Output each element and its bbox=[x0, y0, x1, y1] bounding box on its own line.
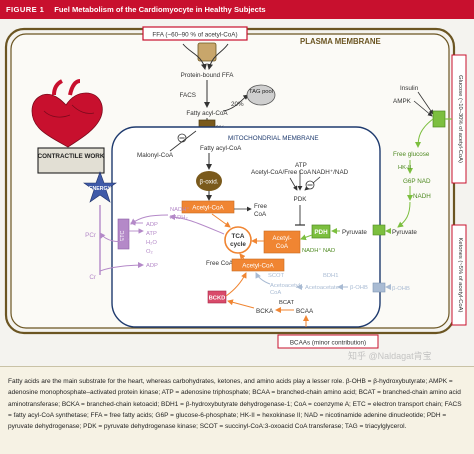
scot-label: SCOT bbox=[268, 273, 285, 279]
ketones-side-box bbox=[451, 224, 467, 326]
tca-cycle bbox=[224, 226, 252, 254]
bcka-label: BCKA bbox=[256, 308, 274, 315]
atp-1-label: ATP bbox=[146, 231, 157, 237]
contractile-work-box bbox=[37, 147, 105, 174]
fatty-acyl-coa-mito: Fatty acyl-CoA bbox=[200, 145, 242, 152]
acetyl-coa-bottom-box bbox=[231, 258, 285, 272]
pyruvate-cyto: Pyruvate bbox=[392, 229, 417, 236]
hk2-label: HK-II bbox=[398, 165, 412, 171]
adp-1-label: ADP bbox=[146, 222, 158, 228]
cr-label: Cr bbox=[89, 274, 96, 281]
free-coa-2: CoA bbox=[254, 211, 267, 218]
adp-2-label: ADP bbox=[146, 263, 158, 269]
diagram-area: PLASMA MEMBRANE FFA (~60–90 % of acetyl-… bbox=[0, 19, 474, 366]
energy-star-icon bbox=[83, 171, 117, 203]
bcaas-box-label: BCAAs (minor contribution) bbox=[290, 340, 366, 347]
protein-bound-ffa: Protein-bound FFA bbox=[181, 72, 235, 79]
acetyl-coa-top-label: Acetyl-CoA bbox=[192, 205, 224, 212]
pyruvate-mito: Pyruvate bbox=[342, 229, 367, 236]
tca-label-1: TCA bbox=[232, 233, 245, 240]
nadh-pdh: NADH⁺ bbox=[302, 247, 322, 254]
h2o-label: H₂O bbox=[146, 240, 157, 246]
caption-text: Fatty acids are the main substrate for t… bbox=[8, 378, 462, 431]
beta-ox-label: β-oxid. bbox=[199, 179, 218, 186]
figure-header: FIGURE 1 Fuel Metabolism of the Cardiomyo… bbox=[0, 0, 474, 19]
nadh-fadh-1: NADH⁺ bbox=[170, 206, 190, 213]
heart-icon bbox=[31, 79, 103, 148]
nad-pdh: NAD bbox=[323, 248, 335, 254]
ketones-side-label: Ketones (~5% of acetyl-CoA) bbox=[457, 238, 463, 313]
acetyl-coa-mid-2: CoA bbox=[276, 243, 289, 250]
ffa-box bbox=[142, 26, 248, 41]
acetoacetyl-coa-1: Acetoacetyl- bbox=[270, 283, 302, 289]
energy-label: ENERGY bbox=[89, 186, 111, 192]
nadh-nad-label: NADH⁺/NAD bbox=[312, 169, 349, 176]
bckd-label: BCKD bbox=[209, 296, 226, 302]
o2-label: O₂ bbox=[146, 249, 153, 255]
plasma-membrane-label: PLASMA MEMBRANE bbox=[300, 37, 381, 46]
insulin-label: Insulin bbox=[400, 85, 419, 92]
pdh-box bbox=[311, 224, 331, 239]
free-coa-1: Free bbox=[254, 203, 267, 210]
etc-label: ETC bbox=[120, 231, 126, 242]
free-glucose-label: Free glucose bbox=[393, 151, 430, 158]
mitochondrial-membrane-label: MITOCHONDRIAL MEMBRANE bbox=[228, 135, 319, 142]
beta-oxidation-node bbox=[196, 171, 222, 191]
figure-title: Fuel Metabolism of the Cardiomyocyte in … bbox=[54, 5, 266, 14]
watermark: 知乎 @Naldagat肯宝 bbox=[348, 350, 432, 361]
fatty-acyl-coa-cyto: Fatty acyl-CoA bbox=[186, 110, 228, 117]
atp-label: ATP bbox=[295, 162, 307, 169]
g6p-nad-label: G6P NAD bbox=[403, 178, 431, 185]
ffa-box-label: FFA (~60–90 % of acetyl-CoA) bbox=[152, 32, 237, 39]
ketone-transporter bbox=[372, 282, 386, 293]
contractile-work-label-1: CONTRACTILE WORK bbox=[38, 153, 105, 160]
acetyl-coa-mid-1: Acetyl- bbox=[272, 235, 291, 242]
figure-caption: Fatty acids are the main substrate for t… bbox=[0, 366, 474, 454]
beta-ohb-mito: β-OHB bbox=[350, 285, 368, 291]
acetyl-coa-top-box bbox=[181, 200, 235, 214]
glut4-transporter bbox=[432, 110, 446, 128]
bcaas-box bbox=[277, 334, 379, 349]
pyruvate-carrier bbox=[372, 224, 386, 236]
acetyl-free-ratio: Acetyl-CoA/Free CoA bbox=[251, 169, 312, 176]
malonyl-coa-label: Malonyl-CoA bbox=[137, 152, 174, 159]
ampk-label: AMPK bbox=[393, 98, 412, 105]
free-coa-bottom: Free CoA bbox=[206, 260, 234, 267]
glucose-side-label: Glucose (~10–30% of acetyl-CoA) bbox=[457, 75, 463, 163]
pcr-label: PCr bbox=[85, 232, 96, 239]
acetyl-coa-mid-box bbox=[263, 230, 301, 254]
tag-pool bbox=[246, 84, 276, 106]
acetyl-coa-bottom-label: Acetyl-CoA bbox=[242, 263, 274, 270]
pdh-label: PDH bbox=[314, 229, 328, 236]
acetoacetyl-coa-2: CoA bbox=[270, 290, 281, 296]
pdk-label: PDK bbox=[294, 196, 308, 203]
metabolism-diagram: PLASMA MEMBRANE FFA (~60–90 % of acetyl-… bbox=[4, 26, 467, 361]
ffa-transporter bbox=[197, 42, 217, 62]
bcaa-label: BCAA bbox=[296, 308, 314, 315]
facs-label: FACS bbox=[180, 92, 196, 99]
nadh-label: NADH bbox=[413, 193, 431, 200]
bdh1-label: BDH1 bbox=[323, 273, 338, 279]
tag-pool-label-1: TAG pool bbox=[249, 89, 273, 95]
bckd-box bbox=[207, 290, 227, 304]
acetoacetate-label: Acetoacetate bbox=[305, 285, 339, 291]
bcat-label: BCAT bbox=[279, 300, 294, 306]
etc-box bbox=[117, 218, 130, 250]
figure-label: FIGURE 1 bbox=[6, 5, 45, 14]
beta-ohb-cyto: β-OHB bbox=[392, 286, 410, 292]
tca-label-2: cycle bbox=[230, 241, 246, 248]
